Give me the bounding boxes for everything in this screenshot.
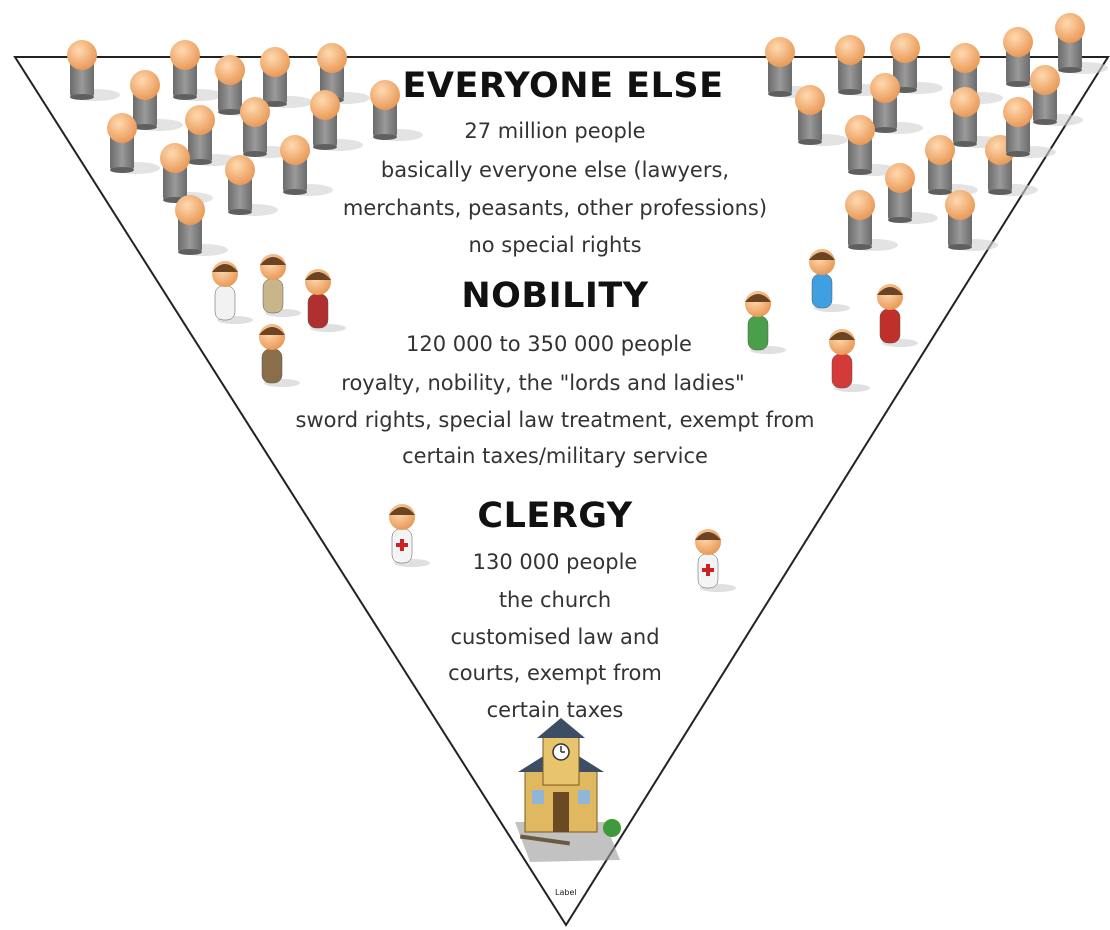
priest-figure-icon [389,504,430,567]
person-figure-icon [225,155,278,216]
person-figure-icon [280,135,333,196]
person-figure-icon [185,105,238,166]
tier-everyone-else-line: basically everyone else (lawyers, [380,158,730,182]
tier-clergy-heading: CLERGY [477,496,633,536]
tier-nobility-heading: NOBILITY [461,276,649,316]
person-figure-icon [1003,97,1056,158]
crowd-group [67,13,1108,256]
person-figure-icon [130,70,183,131]
tier-nobility-line: certain taxes/military service [402,444,708,468]
person-figure-icon [795,85,848,146]
person-figure-icon [107,113,160,174]
person-figure-icon [985,135,1038,196]
people-group [212,249,918,592]
tier-clergy-line: customised law and [450,625,660,649]
person-figure-icon [260,47,313,108]
person-figure-icon [175,195,228,256]
tier-nobility-line: sword rights, special law treatment, exe… [295,408,815,432]
noble-figure-icon [809,249,850,312]
noble-figure-icon [745,291,786,354]
person-figure-icon [370,80,423,141]
noble-figure-icon [829,329,870,392]
noble-figure-icon [877,284,918,347]
tier-everyone-else-line: no special rights [468,233,642,257]
person-figure-icon [170,40,223,101]
person-figure-icon [765,37,818,98]
priest-figure-icon [695,529,736,592]
person-figure-icon [890,33,943,94]
person-figure-icon [870,73,923,134]
person-figure-icon [945,190,998,251]
noble-figure-icon [259,324,300,387]
person-figure-icon [310,90,363,151]
noble-figure-icon [212,261,253,324]
noble-figure-icon [305,269,346,332]
tier-everyone-else-heading: EVERYONE ELSE [402,66,724,106]
person-figure-icon [1055,13,1108,74]
tier-clergy-line: the church [498,588,612,612]
tier-everyone-else-line: merchants, peasants, other professions) [342,196,768,220]
person-figure-icon [885,163,938,224]
person-figure-icon [67,40,120,101]
building-label: Label [555,888,577,897]
person-figure-icon [845,190,898,251]
tier-clergy-line: 130 000 people [472,550,638,574]
tier-nobility-line: 120 000 to 350 000 people [406,332,692,356]
pyramid-outline [13,56,1110,927]
church-building-icon [515,718,621,862]
tier-clergy-line: courts, exempt from [448,661,662,685]
noble-figure-icon [260,254,301,317]
person-figure-icon [1030,65,1083,126]
tier-nobility-line: royalty, nobility, the "lords and ladies… [341,371,745,395]
tier-clergy-line: certain taxes [486,698,624,722]
person-figure-icon [925,135,978,196]
person-figure-icon [240,97,293,158]
tier-everyone-else-line: 27 million people [464,119,646,143]
